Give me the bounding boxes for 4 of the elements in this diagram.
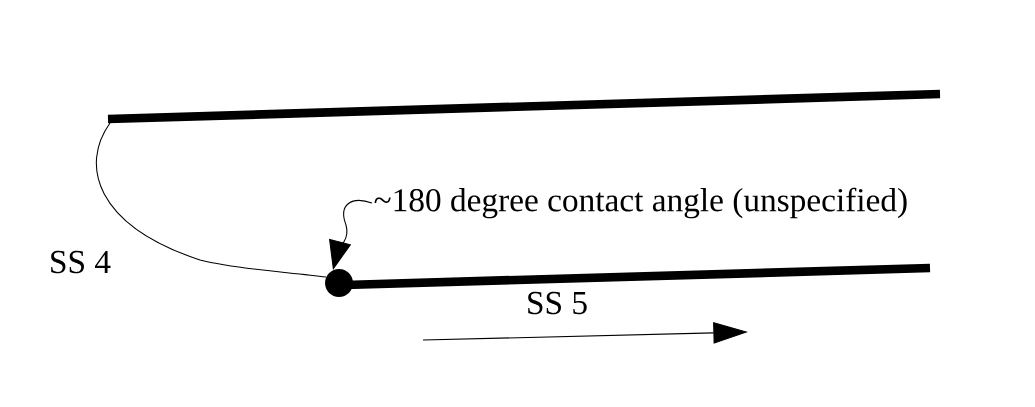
strand-label: SS 5 <box>528 291 587 315</box>
contact-dot <box>325 269 353 297</box>
strand-label: SS 4 <box>51 250 111 274</box>
annotation-text: ~180 degree contact angle (unspecified) <box>374 187 907 219</box>
